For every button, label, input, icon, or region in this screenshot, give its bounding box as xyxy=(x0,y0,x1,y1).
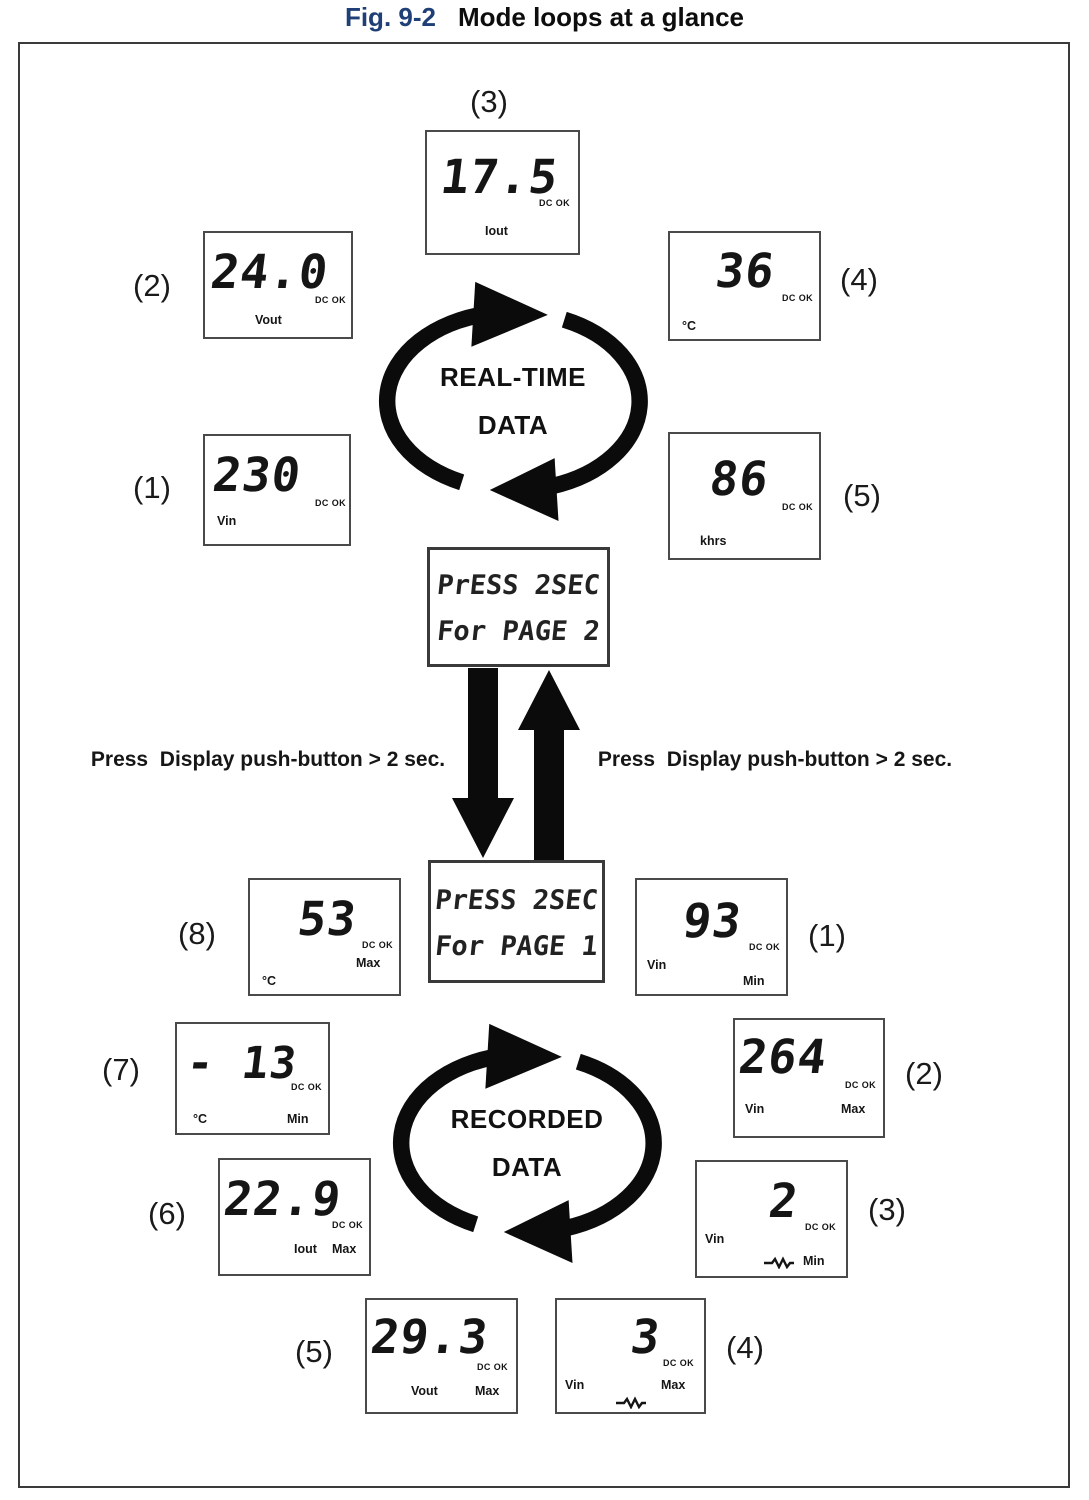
recorded-loop: RECORDED DATA xyxy=(372,1022,682,1264)
display-number-rt3: (3) xyxy=(470,84,508,119)
lcd-value: 22.9 xyxy=(220,1172,345,1227)
lcd-display-vin: 230 DC OK Vin xyxy=(203,434,351,546)
recorded-loop-label-line1: RECORDED xyxy=(450,1104,604,1134)
lcd-unit-label: Vout xyxy=(411,1384,438,1398)
lcd-value: 29.3 xyxy=(367,1310,492,1365)
lcd-display-temp-min: - 13 DC OK °C Min xyxy=(175,1022,330,1135)
dc-ok-indicator: DC OK xyxy=(845,1080,876,1090)
lcd-value: 36 xyxy=(712,244,778,299)
ac-wave-icon xyxy=(616,1396,646,1409)
lcd-value: 53 xyxy=(294,892,360,947)
lcd-display-vin-max: 264 DC OK Vin Max xyxy=(733,1018,885,1138)
lcd-display-vin-ac-min: 2 DC OK Vin Min xyxy=(695,1160,848,1278)
lcd-value: 93 xyxy=(679,894,745,949)
display-number-rc3: (3) xyxy=(868,1192,906,1227)
lcd-tag-label: Min xyxy=(287,1112,309,1126)
lcd-tag-label: Max xyxy=(661,1378,686,1392)
loop-arrows-icon xyxy=(378,281,648,522)
realtime-loop: REAL-TIME DATA xyxy=(358,280,668,522)
lcd-display-vout: 24.0 DC OK Vout xyxy=(203,231,353,339)
lcd-unit-label: Vin xyxy=(565,1378,585,1392)
press-page2-line1: PrESS 2SEC xyxy=(435,570,602,601)
lcd-display-vout-max: 29.3 DC OK Vout Max xyxy=(365,1298,518,1414)
dc-ok-indicator: DC OK xyxy=(315,498,346,508)
dc-ok-indicator: DC OK xyxy=(539,198,570,208)
lcd-unit-label: khrs xyxy=(700,534,727,548)
lcd-value: 17.5 xyxy=(437,150,562,205)
press-page1-screen: PrESS 2SEC For PAGE 1 xyxy=(428,860,605,983)
lcd-unit-label: °C xyxy=(262,974,277,988)
lcd-unit-label: Vout xyxy=(255,313,282,327)
lcd-tag-label: Min xyxy=(803,1254,825,1268)
ac-wave-icon xyxy=(764,1256,794,1269)
lcd-unit-label: °C xyxy=(193,1112,208,1126)
lcd-unit-label: °C xyxy=(682,319,697,333)
lcd-display-iout: 17.5 DC OK Iout xyxy=(425,130,580,255)
dc-ok-indicator: DC OK xyxy=(805,1222,836,1232)
display-number-rt2: (2) xyxy=(133,268,171,303)
loop-arrows-icon xyxy=(392,1023,662,1264)
figure-title: Mode loops at a glance xyxy=(457,2,745,32)
display-number-rc1: (1) xyxy=(808,918,846,953)
display-number-rt4: (4) xyxy=(840,262,878,297)
dc-ok-indicator: DC OK xyxy=(315,295,346,305)
lcd-value: 264 xyxy=(735,1030,831,1085)
lcd-tag-label: Max xyxy=(356,956,381,970)
lcd-tag-label: Max xyxy=(475,1384,500,1398)
lcd-unit-label: Vin xyxy=(705,1232,725,1246)
display-number-rt5: (5) xyxy=(843,478,881,513)
press-page1-line2: For PAGE 1 xyxy=(433,931,600,962)
lcd-value: 230 xyxy=(209,448,305,503)
lcd-display-vin-min: 93 DC OK Vin Min xyxy=(635,878,788,996)
lcd-unit-label: Vin xyxy=(745,1102,765,1116)
display-number-rc2: (2) xyxy=(905,1056,943,1091)
figure-number: Fig. 9-2 xyxy=(344,2,436,32)
lcd-display-temp-max: 53 DC OK Max °C xyxy=(248,878,401,996)
press-page1-line1: PrESS 2SEC xyxy=(433,885,600,916)
recorded-loop-label-line2: DATA xyxy=(491,1152,563,1182)
lcd-value: 86 xyxy=(706,452,772,507)
dc-ok-indicator: DC OK xyxy=(749,942,780,952)
lcd-value: 3 xyxy=(627,1310,664,1365)
display-number-rc7: (7) xyxy=(102,1052,140,1087)
press-button-label-right: Press Display push-button > 2 sec. xyxy=(597,748,953,771)
figure-caption: Fig. 9-2 Mode loops at a glance xyxy=(0,2,1089,33)
dc-ok-indicator: DC OK xyxy=(332,1220,363,1230)
display-number-rc8: (8) xyxy=(178,916,216,951)
lcd-unit-label: Vin xyxy=(647,958,667,972)
dc-ok-indicator: DC OK xyxy=(291,1082,322,1092)
lcd-tag-label: Max xyxy=(332,1242,357,1256)
lcd-unit-label: Iout xyxy=(485,224,508,238)
lcd-tag-label: Min xyxy=(743,974,765,988)
up-down-arrows-icon xyxy=(452,668,580,860)
realtime-loop-label-line1: REAL-TIME xyxy=(439,362,587,392)
press-button-label-left: Press Display push-button > 2 sec. xyxy=(90,748,446,771)
dc-ok-indicator: DC OK xyxy=(663,1358,694,1368)
display-number-rc6: (6) xyxy=(148,1196,186,1231)
lcd-display-vin-ac-max: 3 DC OK Vin Max xyxy=(555,1298,706,1414)
lcd-display-temp: 36 DC OK °C xyxy=(668,231,821,341)
mode-switch-arrows xyxy=(452,668,580,860)
display-number-rt1: (1) xyxy=(133,470,171,505)
lcd-value: - 13 xyxy=(183,1038,301,1089)
lcd-value: 24.0 xyxy=(207,245,332,300)
press-page2-screen: PrESS 2SEC For PAGE 2 xyxy=(427,547,610,667)
lcd-display-khrs: 86 DC OK khrs xyxy=(668,432,821,560)
display-number-rc5: (5) xyxy=(295,1334,333,1369)
lcd-unit-label: Iout xyxy=(294,1242,317,1256)
dc-ok-indicator: DC OK xyxy=(362,940,393,950)
lcd-tag-label: Max xyxy=(841,1102,866,1116)
lcd-unit-label: Vin xyxy=(217,514,237,528)
dc-ok-indicator: DC OK xyxy=(477,1362,508,1372)
display-number-rc4: (4) xyxy=(726,1330,764,1365)
realtime-loop-label-line2: DATA xyxy=(477,410,549,440)
lcd-display-iout-max: 22.9 DC OK Iout Max xyxy=(218,1158,371,1276)
lcd-value: 2 xyxy=(765,1174,802,1229)
dc-ok-indicator: DC OK xyxy=(782,293,813,303)
dc-ok-indicator: DC OK xyxy=(782,502,813,512)
press-page2-line2: For PAGE 2 xyxy=(435,616,602,647)
